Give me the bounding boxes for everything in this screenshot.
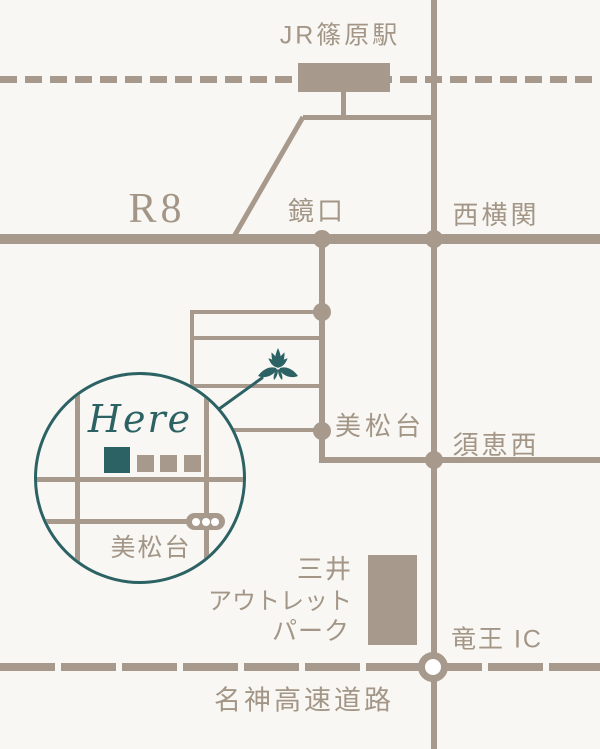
meishin-expressway-label: 名神高速道路 <box>214 685 394 716</box>
neighbor-square-3 <box>184 455 201 472</box>
kagamiguchi-label: 鏡口 <box>287 196 347 226</box>
branch-dot <box>313 303 331 321</box>
nishi-yokozeki-label: 西横関 <box>452 200 540 230</box>
station-connector-road <box>303 115 434 120</box>
nishi-yokozeki-dot <box>425 230 443 248</box>
mitsui-label-line3: パーク <box>271 617 350 646</box>
kagamiguchi-dot <box>313 230 331 248</box>
vertical-road-kagamiguchi <box>319 239 325 463</box>
ryuo-ic-label: 竜王 IC <box>451 625 543 654</box>
route8-label: R8 <box>128 186 186 232</box>
here-building-square <box>104 447 130 473</box>
ladder-vertical-road <box>190 310 194 388</box>
inset-mimatsudai-label: 美松台 <box>110 534 192 562</box>
ladder-rung-1 <box>190 310 322 314</box>
outlet-building <box>368 555 417 645</box>
mitsui-label-line2: アウトレット <box>208 588 352 615</box>
plant-icon <box>258 348 298 380</box>
station-stem-road <box>341 92 346 118</box>
inset-horizontal-road-upper <box>37 477 243 482</box>
cross-road-suenishi <box>319 457 600 463</box>
here-label: Here <box>87 397 193 441</box>
neighbor-square-2 <box>160 455 177 472</box>
marker-pointer-line <box>217 376 264 411</box>
suenishi-label: 須恵西 <box>452 430 540 460</box>
traffic-light-icon <box>186 513 225 530</box>
inset-horizontal-road-lower <box>37 519 207 524</box>
neighbor-square-1 <box>137 455 154 472</box>
ladder-rung-3 <box>190 384 322 388</box>
station-label: JR篠原駅 <box>279 21 401 50</box>
inset-circle: Here 美松台 <box>34 372 246 584</box>
open-circle-icon <box>418 652 448 682</box>
expressway-line <box>0 663 600 671</box>
mitsui-label-line1: 三井 <box>296 554 353 584</box>
inset-vertical-road-right <box>204 397 209 567</box>
route8-road <box>0 234 600 244</box>
suenishi-dot <box>425 451 443 469</box>
mimatsudai-dot <box>313 422 331 440</box>
ladder-rung-2 <box>190 336 322 340</box>
vertical-road-east <box>431 0 437 749</box>
station-building <box>298 63 390 92</box>
mimatsudai-label: 美松台 <box>334 411 426 441</box>
ladder-rung-4 <box>222 428 322 432</box>
